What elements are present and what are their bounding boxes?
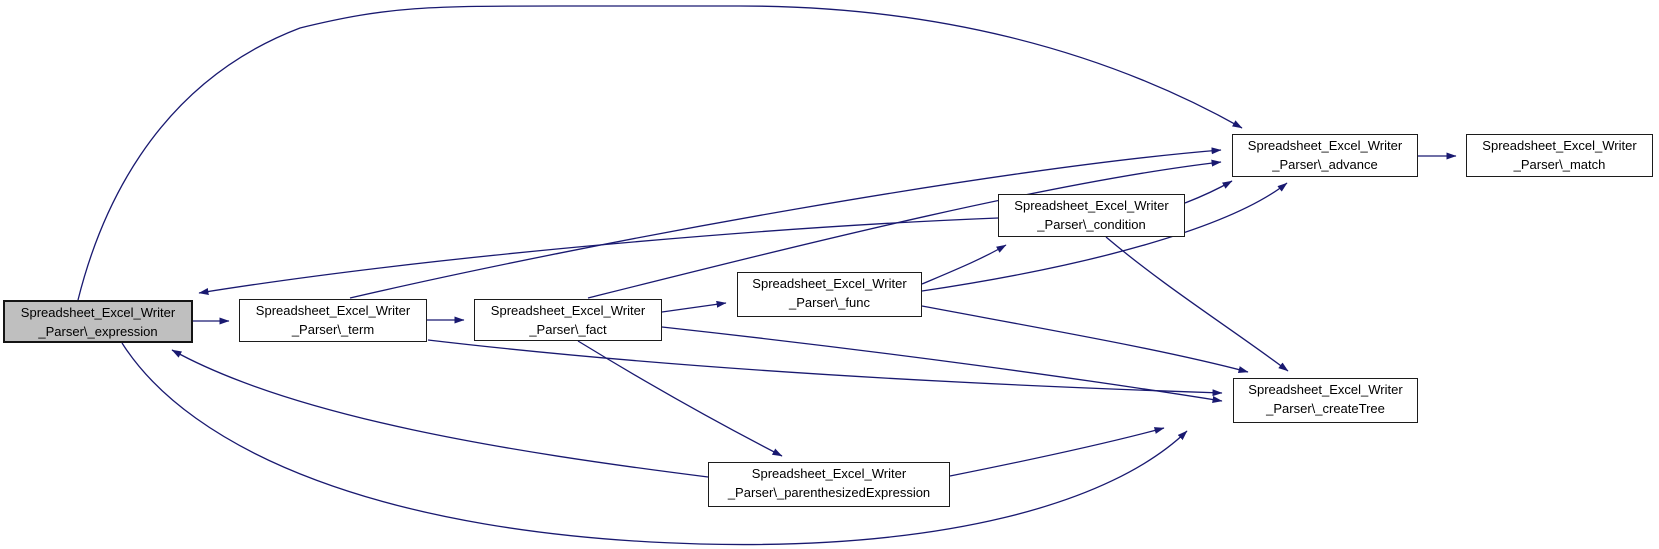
- node-func-line2: _Parser\_func: [789, 295, 870, 310]
- node-fact-line2: _Parser\_fact: [529, 322, 607, 337]
- node-func[interactable]: Spreadsheet_Excel_Writer _Parser\_func: [737, 272, 922, 317]
- node-expression-line1: Spreadsheet_Excel_Writer: [20, 305, 176, 320]
- node-createTree-line1: Spreadsheet_Excel_Writer: [1248, 382, 1403, 397]
- node-advance[interactable]: Spreadsheet_Excel_Writer _Parser\_advanc…: [1232, 134, 1418, 177]
- node-condition[interactable]: Spreadsheet_Excel_Writer _Parser\_condit…: [998, 194, 1185, 237]
- edge-fact-to-advance: [587, 159, 1222, 299]
- edge-condition-to-expression: [198, 217, 999, 295]
- node-advance-line2: _Parser\_advance: [1272, 157, 1378, 172]
- node-advance-line1: Spreadsheet_Excel_Writer: [1247, 138, 1403, 153]
- node-func-line1: Spreadsheet_Excel_Writer: [752, 276, 907, 291]
- node-fact[interactable]: Spreadsheet_Excel_Writer _Parser\_fact: [474, 299, 662, 341]
- node-createTree-line2: _Parser\_createTree: [1266, 401, 1385, 416]
- node-createTree[interactable]: Spreadsheet_Excel_Writer _Parser\_create…: [1233, 378, 1418, 423]
- node-condition-line1: Spreadsheet_Excel_Writer: [1014, 198, 1169, 213]
- edge-expression-to-createTree: [121, 342, 1188, 546]
- node-parenthesizedExpression[interactable]: Spreadsheet_Excel_Writer _Parser\_parent…: [708, 462, 950, 507]
- edge-condition-to-advance: [1184, 180, 1233, 204]
- node-term-line1: Spreadsheet_Excel_Writer: [255, 303, 411, 318]
- edge-fact-to-func: [661, 300, 727, 313]
- edge-func-to-createTree: [921, 305, 1249, 373]
- node-parenthesizedExpression-line1: Spreadsheet_Excel_Writer: [751, 466, 907, 481]
- edge-parenthesizedExpression-to-expression: [171, 349, 709, 478]
- node-expression[interactable]: Spreadsheet_Excel_Writer _Parser\_expres…: [3, 300, 193, 343]
- node-term[interactable]: Spreadsheet_Excel_Writer _Parser\_term: [239, 299, 427, 342]
- edge-parenthesizedExpression-to-createTree: [949, 427, 1165, 477]
- edge-term-to-advance: [349, 147, 1222, 299]
- node-fact-line1: Spreadsheet_Excel_Writer: [490, 303, 646, 318]
- edge-fact-to-parenthesizedExpression: [577, 340, 783, 457]
- edge-expression-to-advance: [77, 5, 1243, 301]
- edge-condition-to-createTree: [1105, 236, 1289, 372]
- edge-term-to-createTree: [427, 339, 1223, 397]
- node-condition-line2: _Parser\_condition: [1037, 217, 1146, 232]
- node-match[interactable]: Spreadsheet_Excel_Writer _Parser\_match: [1466, 134, 1653, 177]
- edge-fact-to-createTree: [661, 326, 1223, 403]
- edge-func-to-advance: [921, 182, 1288, 292]
- node-term-line2: _Parser\_term: [291, 322, 375, 337]
- node-match-line2: _Parser\_match: [1513, 157, 1606, 172]
- node-parenthesizedExpression-line2: _Parser\_parenthesizedExpression: [727, 485, 931, 500]
- node-expression-line2: _Parser\_expression: [38, 324, 158, 339]
- node-match-line1: Spreadsheet_Excel_Writer: [1482, 138, 1637, 153]
- edge-func-to-condition: [921, 244, 1007, 285]
